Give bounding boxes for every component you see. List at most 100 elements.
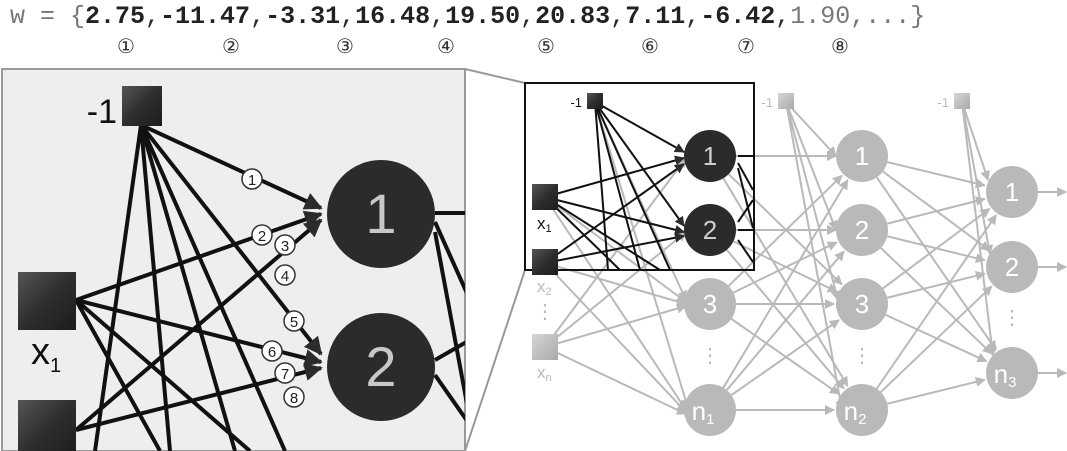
equation-rest: 1.90,... — [790, 2, 911, 31]
weight-value: 19.50 — [445, 2, 521, 31]
layer2-to-layer3-edges — [875, 161, 997, 405]
network-edge — [961, 101, 997, 357]
edge-marker-label: 1 — [248, 172, 256, 189]
network-edge — [785, 101, 846, 411]
weight-value: 7.11 — [625, 2, 686, 31]
network-edge — [961, 101, 994, 255]
network-edge — [544, 196, 687, 411]
layer3-neuron-label: 1 — [1005, 177, 1019, 207]
network-edge — [785, 101, 838, 231]
network-edge — [785, 101, 837, 157]
zoom-edge — [139, 124, 172, 451]
zoom-edge — [434, 340, 465, 362]
index-marker: ⑦ — [737, 34, 755, 58]
input-label-x2: x2 — [537, 277, 552, 298]
input-ellipsis: ⋮ — [535, 301, 555, 323]
zoom-bias-node — [122, 86, 162, 126]
index-marker: ⑧ — [831, 34, 849, 58]
network-edge — [785, 101, 841, 301]
edge-marker-label: 6 — [268, 344, 276, 361]
weight-value: 16.48 — [355, 2, 431, 31]
network-edge — [544, 303, 687, 348]
input-node-xn — [532, 334, 558, 360]
zoom-edge — [75, 210, 323, 302]
network-edge — [875, 214, 997, 390]
highlight-box — [524, 82, 755, 271]
layer2-neuron — [836, 130, 888, 182]
layer1-neuron — [684, 130, 736, 182]
edge-marker-label: 5 — [290, 314, 298, 331]
zoom-edge-markers: 1 2 3 4 5 6 7 8 — [241, 168, 305, 408]
zoom-edge — [74, 218, 323, 432]
layer3-neuron-label: n3 — [994, 359, 1017, 391]
index-marker-row: ① ② ③ ④ ⑤ ⑥ ⑦ ⑧ — [0, 34, 1067, 60]
equation-prefix: w = { — [10, 2, 86, 31]
network-edge — [544, 346, 687, 415]
network-edge — [544, 262, 687, 413]
edge-marker-label: 8 — [290, 390, 298, 407]
zoom-bias-label: -1 — [87, 93, 117, 131]
zoom-neuron-node — [327, 313, 435, 421]
layer3-neuron-label: 2 — [1005, 252, 1019, 282]
edge-marker-label: 2 — [258, 228, 266, 245]
edge-marker-label: 4 — [281, 268, 289, 285]
index-marker: ③ — [336, 34, 354, 58]
zoom-input-label: x1 — [31, 331, 61, 377]
layer1-neuron — [684, 278, 736, 330]
highlight-edge — [594, 101, 609, 271]
bias-label: -1 — [937, 95, 949, 110]
layer1-neuron — [684, 204, 736, 256]
zoom-edge — [74, 298, 252, 451]
zoom-edge — [433, 373, 465, 422]
network-edge — [594, 101, 691, 409]
zoom-neuron-label: 1 — [365, 182, 396, 245]
zoom-edge — [433, 221, 465, 294]
layer2-neuron — [836, 384, 888, 436]
network-edge — [544, 157, 687, 348]
layer2-neuron — [836, 204, 888, 256]
layer2-neuron-label: 3 — [855, 289, 869, 319]
highlight-edge — [544, 155, 685, 198]
bias-label: -1 — [570, 95, 582, 110]
layer2-neuron-label: n2 — [844, 396, 867, 428]
index-marker: ④ — [437, 34, 455, 58]
layer3-neuron — [986, 166, 1038, 218]
network-edge — [875, 176, 997, 351]
input-label-xn: xn — [537, 363, 552, 384]
highlight-edge — [737, 167, 754, 229]
input-label-x1: x1 — [537, 214, 552, 235]
network-edge — [730, 319, 840, 396]
weight-value: 2.75 — [85, 2, 146, 31]
layer1-neuron-label: 1 — [703, 141, 717, 171]
network-edge — [887, 377, 986, 405]
layer1-ellipsis: ⋮ — [700, 345, 720, 367]
input-node-x2 — [532, 249, 558, 275]
network-edge — [886, 196, 986, 225]
zoom-neuron-node — [327, 160, 435, 268]
layer3-neuron — [986, 347, 1038, 399]
layer1-neuron — [684, 384, 736, 436]
zoom-projection-line — [464, 269, 526, 451]
zoom-edge — [139, 124, 237, 451]
layer1-neuron-label: 3 — [703, 289, 717, 319]
index-marker: ② — [222, 34, 240, 58]
bias-node — [778, 93, 794, 109]
zoom-projection-line — [464, 68, 526, 84]
weight-value: -3.31 — [265, 2, 341, 31]
weight-value: -11.47 — [160, 2, 251, 31]
layer2-neuron-label: 2 — [855, 215, 869, 245]
highlight-edge — [737, 239, 754, 263]
bias-label: -1 — [761, 95, 773, 110]
weight-vector-equation: w = {2.75,-11.47,-3.31,16.48,19.50,20.83… — [10, 2, 926, 31]
highlight-edge — [544, 232, 685, 264]
zoom-edge — [433, 231, 465, 405]
zoom-edge — [140, 123, 323, 210]
network-edge — [887, 161, 986, 189]
highlight-edge — [594, 101, 685, 153]
index-marker: ① — [117, 34, 135, 58]
zoom-input-node — [18, 272, 76, 330]
highlight-edge — [737, 162, 754, 191]
network-edge — [882, 207, 991, 290]
bias-node — [587, 93, 603, 109]
weight-value: -6.42 — [700, 2, 776, 31]
